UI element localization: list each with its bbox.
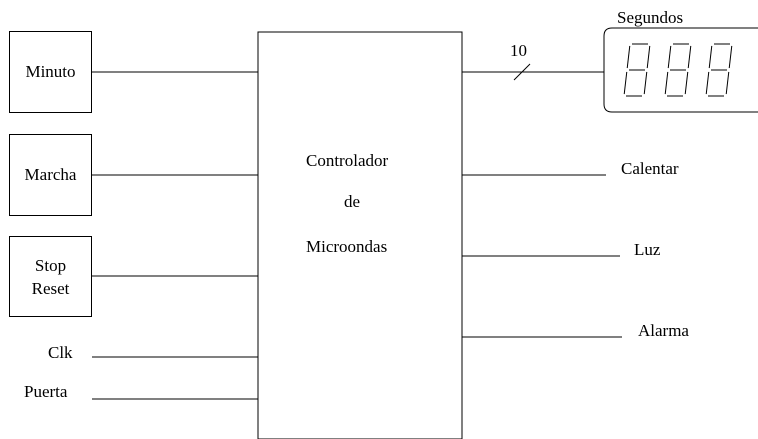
digit-3-segment-3 <box>725 71 730 95</box>
digit-2-segment-2 <box>687 45 692 69</box>
stop-label: Stop <box>34 255 67 275</box>
digit-1-segment-5 <box>623 71 628 95</box>
minuto-label: Minuto <box>25 62 76 81</box>
controller-box <box>257 31 463 439</box>
marcha-box: Marcha <box>9 134 92 216</box>
digit-3-segment-6 <box>708 45 713 69</box>
display-title: Segundos <box>617 8 684 27</box>
bus-width-label: 10 <box>510 41 527 60</box>
digit-1-segment-3 <box>643 71 648 95</box>
calentar-label: Calentar <box>621 159 679 178</box>
digit-3-segment-5 <box>705 71 710 95</box>
controller-line-1: Controlador <box>306 151 389 170</box>
alarma-label: Alarma <box>638 321 689 340</box>
clk-label: Clk <box>48 343 73 362</box>
digit-3-segment-2 <box>728 45 733 69</box>
digit-2-segment-3 <box>684 71 689 95</box>
luz-label: Luz <box>634 240 661 259</box>
digit-1-segment-6 <box>626 45 631 69</box>
bus-slash <box>513 63 531 81</box>
reset-label: Reset <box>31 278 70 298</box>
digit-2-segment-5 <box>664 71 669 95</box>
marcha-label: Marcha <box>24 165 77 184</box>
puerta-label: Puerta <box>24 382 68 401</box>
controller-line-2: de <box>344 192 361 211</box>
digit-1-segment-2 <box>646 45 651 69</box>
minuto-box: Minuto <box>9 31 92 113</box>
controller-line-3: Microondas <box>306 237 388 256</box>
digit-2-segment-6 <box>667 45 672 69</box>
stop-reset-box: Stop Reset <box>9 236 92 317</box>
seven-segment-digits <box>623 43 733 97</box>
